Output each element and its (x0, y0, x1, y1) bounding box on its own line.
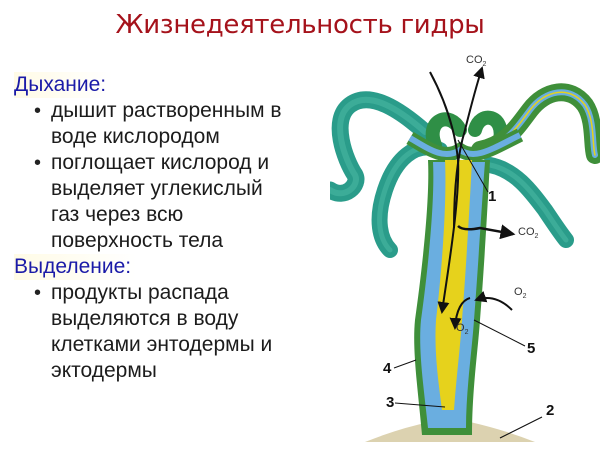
bullet-line: клетками энтодермы и (51, 333, 273, 356)
bullet-line: газ через всю (51, 203, 184, 226)
number-label-1: 1 (488, 188, 497, 205)
o2-in-arrow-outer (474, 290, 513, 311)
pointer-line-4 (393, 359, 417, 369)
hydra-illustration (321, 66, 600, 442)
bullet-line: воде кислородом (51, 125, 220, 148)
bullet-line: выделяет углекислый (51, 177, 263, 200)
bullet-item: дышит растворенным в воде кислородом (14, 98, 334, 150)
co2-out-arrow (457, 224, 516, 240)
gas-label-o2-inside: O2 (456, 322, 469, 337)
number-label-4: 4 (383, 360, 392, 377)
pointer-line-2 (499, 416, 543, 439)
bullet-line: продукты распада (51, 281, 229, 304)
pointer-line-3 (394, 402, 446, 408)
section-heading-breathing: Дыхание: (14, 72, 113, 98)
o2-in-arrow-inner (449, 297, 471, 330)
bullet-line: поглощает кислород и (51, 151, 270, 174)
section-heading-excretion: Выделение: (14, 254, 138, 280)
bullet-item: продукты распада выделяются в воду клетк… (14, 280, 334, 384)
number-label-2: 2 (546, 402, 555, 419)
gas-label-co2-side: CO2 (518, 226, 539, 241)
pointer-line-1 (457, 139, 489, 193)
page-title: Жизнедеятельность гидры (115, 10, 485, 40)
co2-up-arrow (453, 66, 485, 229)
excretion-bullets: продукты распада выделяются в воду клетк… (14, 280, 334, 384)
hydra-diagram: CO2 CO2 O2 O2 1 2 3 4 5 (321, 50, 600, 450)
text-column: Дыхание: дышит растворенным в воде кисло… (14, 72, 334, 384)
bullet-line: дышит растворенным в (51, 99, 282, 122)
number-label-5: 5 (527, 340, 536, 357)
gas-label-o2-outside: O2 (514, 286, 527, 301)
gas-label-co2-top: CO2 (466, 54, 487, 69)
bullet-line: выделяются в воду (51, 307, 239, 330)
section-breathing: Дыхание: дышит растворенным в воде кисло… (14, 72, 334, 254)
pointer-line-5 (473, 319, 526, 347)
section-excretion: Выделение: продукты распада выделяются в… (14, 254, 334, 384)
bullet-item: поглощает кислород и выделяет углекислый… (14, 150, 334, 254)
bullet-line: поверхность тела (51, 229, 224, 252)
breathing-bullets: дышит растворенным в воде кислородом пог… (14, 98, 334, 254)
head-loop-left (425, 112, 467, 152)
bullet-line: эктодермы (51, 359, 157, 382)
gastral-cavity (435, 160, 472, 410)
number-label-3: 3 (386, 394, 395, 411)
